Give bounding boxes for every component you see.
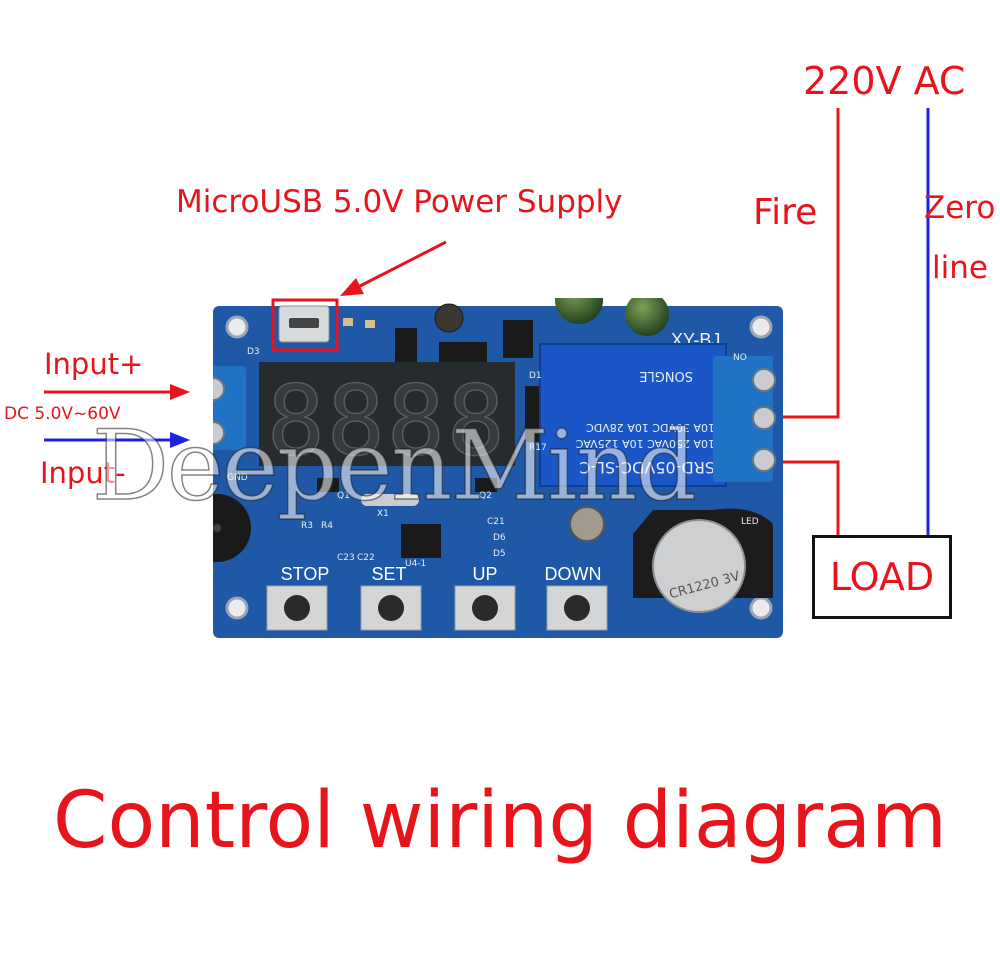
- input-plus-label: Input+: [44, 347, 144, 381]
- led-display: [259, 362, 515, 466]
- load-box: LOAD: [812, 535, 952, 619]
- svg-text:8: 8: [267, 365, 325, 477]
- crystal-x1: [361, 494, 419, 506]
- svg-text:C21: C21: [487, 517, 505, 527]
- ic-u4: [401, 524, 441, 558]
- svg-text:C23: C23: [337, 553, 355, 563]
- svg-text:D5: D5: [493, 549, 506, 559]
- input-terminal: [213, 366, 246, 450]
- stop-label: STOP: [281, 564, 330, 584]
- buzzer: [213, 494, 251, 562]
- capacitor-2: [625, 298, 669, 336]
- battery-holder: CR1220 3V: [633, 508, 773, 613]
- relay-brand: SONGLE: [639, 368, 693, 383]
- svg-text:Q2: Q2: [479, 491, 492, 501]
- fire-wire: [772, 108, 840, 419]
- mount-holes: [225, 315, 773, 620]
- svg-text:8: 8: [327, 365, 385, 477]
- svg-text:R3: R3: [301, 521, 313, 531]
- svg-text:D6: D6: [493, 533, 506, 543]
- relay-rating-2: 10A 30VDC 10A 28VDC: [586, 421, 715, 434]
- relay: [539, 343, 727, 487]
- svg-text:LED: LED: [741, 517, 759, 527]
- watermark: DeepenMind: [91, 410, 697, 522]
- set-button[interactable]: [360, 585, 422, 631]
- svg-text:8: 8: [447, 365, 505, 477]
- svg-text:GND: GND: [227, 473, 248, 483]
- capacitor-1: [555, 298, 603, 324]
- svg-text:NO: NO: [733, 353, 747, 363]
- line-label: line: [932, 250, 988, 286]
- svg-text:Q1: Q1: [337, 491, 350, 501]
- down-button[interactable]: [546, 585, 608, 631]
- load-label: LOAD: [829, 555, 935, 599]
- svg-text:D3: D3: [247, 347, 260, 357]
- set-label: SET: [371, 564, 406, 584]
- up-label: UP: [472, 564, 497, 584]
- up-button[interactable]: [454, 585, 516, 631]
- zero-label: Zero: [924, 190, 996, 226]
- svg-text:C22: C22: [357, 553, 375, 563]
- svg-text:X1: X1: [377, 509, 389, 519]
- power-supply-label: MicroUSB 5.0V Power Supply: [176, 184, 623, 220]
- input-minus-arrow: [44, 432, 190, 448]
- dc-range-label: DC 5.0V~60V: [4, 404, 121, 424]
- ac-source-label: 220V AC: [803, 59, 966, 103]
- svg-text:R4: R4: [321, 521, 333, 531]
- relay-rating-1: 10A 250VAC 10A 125VAC: [575, 437, 715, 450]
- svg-text:D1: D1: [529, 371, 542, 381]
- button-row: STOP SET UP DOWN: [281, 564, 602, 584]
- down-label: DOWN: [545, 564, 602, 584]
- fire-label: Fire: [753, 192, 818, 233]
- micro-usb-port: [271, 298, 339, 352]
- stop-button[interactable]: [266, 585, 328, 631]
- svg-text:U4-1: U4-1: [405, 559, 426, 569]
- diagram-caption: Control wiring diagram: [52, 776, 948, 866]
- relay-terminal: [713, 356, 776, 482]
- svg-text:R17: R17: [529, 443, 547, 453]
- relay-model: SRD-05VDC-SL-C: [579, 458, 715, 477]
- input-plus-arrow: [44, 384, 190, 400]
- silkscreen: D3 D1 R17 Q1 Q2 X1 GND R3 R4 C23 C22 U4-…: [227, 347, 759, 569]
- inductor: [434, 303, 464, 333]
- usb-arrow: [340, 240, 447, 296]
- input-minus-label: Input-: [40, 456, 126, 490]
- load-wire: [772, 460, 840, 536]
- svg-text:8: 8: [387, 365, 445, 477]
